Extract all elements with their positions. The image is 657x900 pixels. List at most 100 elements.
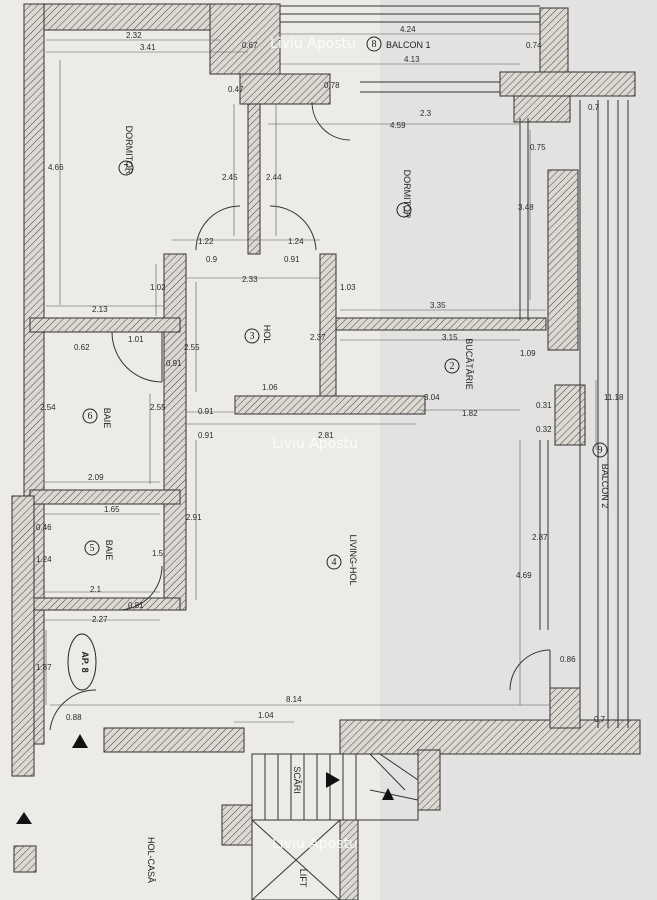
dim-2-13: 2.13 xyxy=(92,305,108,314)
wall-partition-1 xyxy=(247,103,261,255)
room-2: 2 BUCĂTĂRIE xyxy=(444,338,474,390)
wall-entry-bedroom1 xyxy=(239,73,331,105)
dim-0-88: 0.88 xyxy=(66,713,82,722)
dim-1-87: 1.87 xyxy=(36,663,52,672)
room-7: 7 DORMITOR xyxy=(118,126,134,176)
room-2-number: 2 xyxy=(450,361,455,372)
dim-1-06: 1.06 xyxy=(262,383,278,392)
dim-11-18: 11.18 xyxy=(604,393,624,402)
room-3-number: 3 xyxy=(250,331,255,342)
dim-0-78: 0.78 xyxy=(324,81,340,90)
watermark-bottom: Liviu Apostu xyxy=(272,836,358,852)
apartment-badge: AP. 8 xyxy=(67,633,97,691)
dim-1-02: 1.02 xyxy=(150,283,166,292)
wall-kitchen-top xyxy=(335,317,547,331)
dim-1-22: 1.22 xyxy=(198,237,214,246)
room-1-number: 1 xyxy=(402,205,407,216)
dim-1-01: 1.01 xyxy=(128,335,144,344)
dim-1-65: 1.65 xyxy=(104,505,120,514)
stairs-label: SCĂRI xyxy=(292,766,302,794)
room-3: 3 HOL xyxy=(244,325,272,344)
dim-0-62: 0.62 xyxy=(74,343,90,352)
dim-2-27: 2.27 xyxy=(92,615,108,624)
wall-bath6-top xyxy=(29,317,181,333)
dim-2-32: 2.32 xyxy=(126,31,142,40)
room-5: 5 BAIE xyxy=(84,540,114,561)
wall-bath6-bottom xyxy=(29,489,181,505)
dim-0-46: 0.46 xyxy=(36,523,52,532)
dim-4-59: 4.59 xyxy=(390,121,406,130)
room-8-balcony: 8 BALCON 1 xyxy=(366,36,431,52)
dim-2-37: 2.37 xyxy=(310,333,326,342)
dim-0-9: 0.9 xyxy=(206,255,218,264)
dim-0-74: 0.74 xyxy=(526,41,542,50)
wall-lift-left xyxy=(221,804,253,846)
dim-0-75: 0.75 xyxy=(530,143,546,152)
dim-0-91d: 0.91 xyxy=(198,431,214,440)
dim-0-31: 0.31 xyxy=(536,401,552,410)
dim-3-35: 3.35 xyxy=(430,301,446,310)
room-4: 4 LIVING-HOL xyxy=(326,534,358,586)
watermark-middle: Liviu Apostu xyxy=(272,436,358,452)
wall-stair-right xyxy=(417,749,441,811)
room-6-name: BAIE xyxy=(102,408,112,429)
entry-arrow-2 xyxy=(16,812,32,824)
balcony2-name: BALCON 2 xyxy=(600,464,610,509)
room-1: 1 DORMITOR xyxy=(396,170,412,219)
room-5-name: BAIE xyxy=(104,540,114,561)
room-4-number: 4 xyxy=(332,557,337,568)
room-6-number: 6 xyxy=(88,411,93,422)
stair-arrow xyxy=(326,772,340,788)
room-8-number: 8 xyxy=(372,39,377,50)
dim-0-7b: 0.7 xyxy=(594,715,606,724)
room-1-name: DORMITOR xyxy=(402,170,412,219)
dim-2-54: 2.54 xyxy=(40,403,56,412)
windows-right xyxy=(519,118,549,630)
dim-1-03: 1.03 xyxy=(340,283,356,292)
walls xyxy=(11,3,641,900)
dim-1-04: 1.04 xyxy=(258,711,274,720)
dim-2-09: 2.09 xyxy=(88,473,104,482)
dim-1-24: 1.24 xyxy=(288,237,304,246)
room-7-number: 7 xyxy=(124,163,129,174)
balcony2-rails xyxy=(579,100,629,728)
wall-right-upper xyxy=(547,169,579,351)
balcony1-name: BALCON 1 xyxy=(386,40,431,50)
dim-2-55a: 2.55 xyxy=(184,343,200,352)
dim-0-81: 0.81 xyxy=(128,601,144,610)
room-7-name: DORMITOR xyxy=(124,126,134,175)
hall-label: HOL-CASĂ xyxy=(146,837,156,883)
dim-0-91b: 0.91 xyxy=(166,359,182,368)
dim-2-33: 2.33 xyxy=(242,275,258,284)
dim-1-24b: 1.24 xyxy=(36,555,52,564)
lift-label: LIFT xyxy=(298,869,308,888)
dim-2-44: 2.44 xyxy=(266,173,282,182)
dim-3-41: 3.41 xyxy=(140,43,156,52)
wall-balcony1-right xyxy=(539,7,569,79)
wall-partition-2 xyxy=(163,253,187,611)
dim-3-48: 3.48 xyxy=(518,203,534,212)
entry-arrow xyxy=(72,734,88,748)
room-9-balcony: 9 BALCON 2 xyxy=(592,442,610,509)
dim-0-67: 0.67 xyxy=(242,41,258,50)
dim-0-86: 0.86 xyxy=(560,655,576,664)
dim-0-91a: 0.91 xyxy=(284,255,300,264)
dim-2-91: 2.91 xyxy=(186,513,202,522)
dim-0-91c: 0.91 xyxy=(198,407,214,416)
balcony1-rails xyxy=(280,5,540,93)
room-9-number: 9 xyxy=(598,445,603,456)
dim-1-09: 1.09 xyxy=(520,349,536,358)
watermark-top: Liviu Apostu xyxy=(270,36,356,52)
room-2-name: BUCĂTĂRIE xyxy=(464,338,474,390)
dim-0-7a: 0.7 xyxy=(588,103,600,112)
dim-8-14: 8.14 xyxy=(286,695,302,704)
room-3-name: HOL xyxy=(262,325,272,344)
wall-lift-right xyxy=(339,819,359,900)
dim-0-32: 0.32 xyxy=(536,425,552,434)
door-swings xyxy=(49,101,551,731)
dimension-lines xyxy=(43,33,597,723)
dim-3-15: 3.15 xyxy=(442,333,458,342)
dim-2-45: 2.45 xyxy=(222,173,238,182)
stairs xyxy=(251,753,419,900)
wall-bath5-bottom xyxy=(29,597,181,611)
